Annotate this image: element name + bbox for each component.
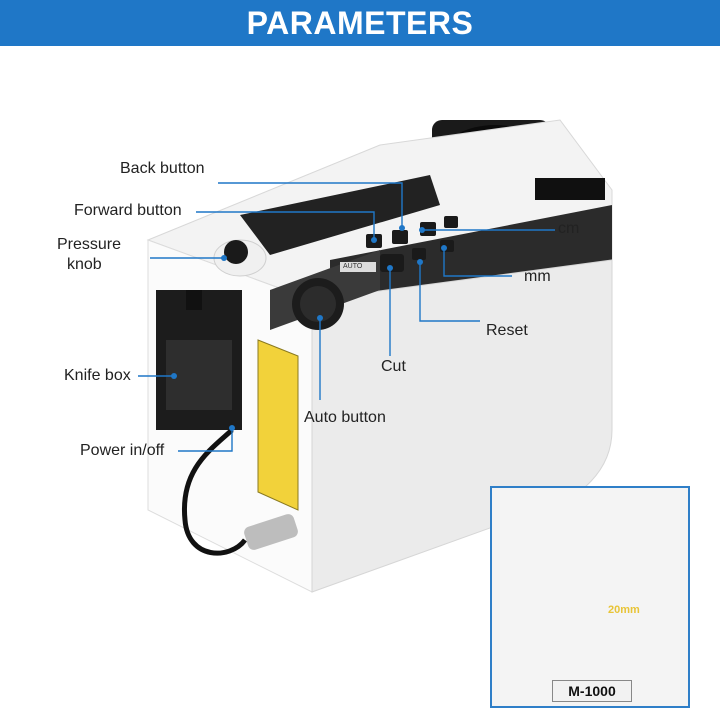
warning-sticker <box>257 339 299 511</box>
reset-label: Reset <box>486 322 528 339</box>
page-title: PARAMETERS <box>246 4 474 41</box>
power-connector <box>244 514 298 550</box>
auto-tag <box>340 262 376 272</box>
forward-button-label: Forward button <box>74 202 182 219</box>
pressure-knob-graphic <box>213 239 267 277</box>
mm-label: mm <box>524 268 551 285</box>
knife-box-label: Knife box <box>64 367 131 384</box>
power-label: Power in/off <box>80 442 165 459</box>
leader-dots <box>171 225 447 431</box>
model-label: M-1000 <box>552 680 632 702</box>
cm-label: cm <box>558 220 580 237</box>
pressure-knob-label-line1: Pressure <box>57 236 122 253</box>
auto-button-label: Auto button <box>304 409 386 426</box>
knife-box-graphic <box>156 290 242 430</box>
header-banner: PARAMETERS <box>0 0 720 46</box>
control-buttons <box>366 216 458 272</box>
power-cable <box>181 428 247 556</box>
leader-lines <box>138 182 555 452</box>
inset-dimension-label: 20mm <box>608 604 640 616</box>
back-button-label: Back button <box>120 160 205 177</box>
cut-label: Cut <box>381 358 406 375</box>
auto-tag-text: AUTO <box>343 263 363 270</box>
pressure-knob-label-line2: knob <box>67 256 102 273</box>
inset-frame <box>490 486 690 708</box>
